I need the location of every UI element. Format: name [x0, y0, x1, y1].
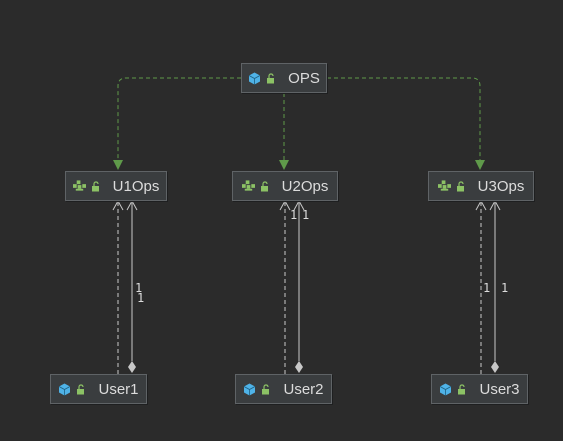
- node-ops[interactable]: OPS: [241, 63, 327, 93]
- package-blocks-icon: [437, 180, 451, 193]
- multiplicity-label: 1: [137, 291, 145, 305]
- node-u1ops[interactable]: U1Ops: [65, 171, 167, 201]
- diamond-user2-composition: [295, 361, 303, 373]
- package-blocks-icon: [72, 180, 86, 193]
- multiplicity-label: 1: [290, 208, 298, 222]
- unlocked-padlock-icon: [260, 383, 273, 396]
- node-label: U1Ops: [112, 177, 160, 195]
- multiplicity-label: 1: [135, 281, 143, 295]
- unlocked-padlock-icon: [259, 180, 272, 193]
- unlocked-padlock-icon: [90, 180, 103, 193]
- unlocked-padlock-icon: [455, 180, 468, 193]
- class-cube-icon: [58, 383, 71, 396]
- diamond-user1-composition: [128, 361, 136, 373]
- arrow-open-user3-dependency: [475, 199, 487, 211]
- multiplicity-label: 1: [302, 208, 310, 222]
- unlocked-padlock-icon: [456, 383, 469, 396]
- multiplicity-label: 1: [501, 281, 509, 295]
- edge-ops-to-u3ops: [327, 77, 481, 160]
- arrow-open-user3-composition: [489, 199, 501, 211]
- arrow-open-user2-composition: [293, 199, 305, 211]
- diamond-user3-composition: [491, 361, 499, 373]
- node-label: U2Ops: [281, 177, 329, 195]
- node-u3ops[interactable]: U3Ops: [428, 171, 534, 201]
- arrowhead-u2ops: [279, 160, 289, 170]
- node-u2ops[interactable]: U2Ops: [232, 171, 338, 201]
- arrow-open-user1-dependency: [112, 199, 124, 211]
- arrowhead-u1ops: [113, 160, 123, 170]
- class-cube-icon: [439, 383, 452, 396]
- node-label: U3Ops: [477, 177, 525, 195]
- package-blocks-icon: [241, 180, 255, 193]
- class-cube-icon: [243, 383, 256, 396]
- node-label: User2: [283, 380, 324, 398]
- arrow-open-user1-composition: [126, 199, 138, 211]
- node-label: OPS: [288, 69, 320, 87]
- node-user1[interactable]: User1: [50, 374, 147, 404]
- node-label: User1: [98, 380, 139, 398]
- unlocked-padlock-icon: [75, 383, 88, 396]
- arrow-open-user2-dependency: [279, 199, 291, 211]
- node-label: User3: [479, 380, 520, 398]
- multiplicity-label: 1: [483, 281, 491, 295]
- edge-ops-to-u1ops: [117, 77, 241, 160]
- class-cube-icon: [248, 72, 261, 85]
- arrowhead-u3ops: [475, 160, 485, 170]
- node-user2[interactable]: User2: [235, 374, 332, 404]
- node-user3[interactable]: User3: [431, 374, 528, 404]
- unlocked-padlock-icon: [265, 72, 278, 85]
